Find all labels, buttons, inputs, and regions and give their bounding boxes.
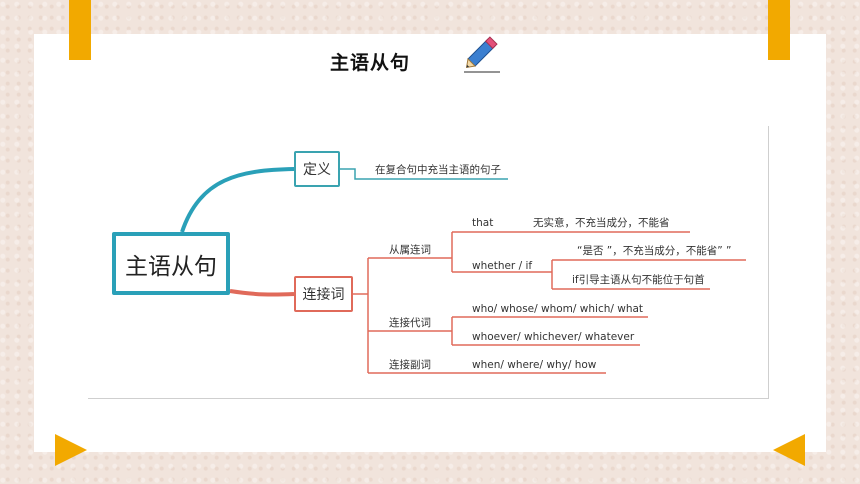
pronouns-line-1: who/ whose/ whom/ which/ what — [472, 303, 644, 315]
pencil-icon — [464, 36, 500, 73]
right-bookmark-tab — [768, 0, 790, 60]
mindmap-frame — [88, 126, 769, 399]
play-left-icon[interactable] — [773, 434, 805, 466]
pronouns-line-2: whoever/ whichever/ whatever — [472, 331, 635, 343]
mindmap-root-node: 主语从句 — [112, 232, 230, 295]
pronouns-label: 连接代词 — [389, 317, 431, 329]
adverbs-line-1: when/ where/ why/ how — [472, 359, 597, 371]
subordinators-label: 从属连词 — [389, 244, 431, 256]
adverbs-label: 连接副词 — [389, 359, 431, 371]
whether-note-1: “是否 ”，不充当成分，不能省” ” — [577, 245, 732, 257]
play-right-icon[interactable] — [55, 434, 87, 466]
left-bookmark-tab — [69, 0, 91, 60]
page-title: 主语从句 — [330, 52, 411, 74]
whether-word: whether / if — [472, 260, 533, 272]
that-note: 无实意，不充当成分，不能省 — [533, 217, 670, 229]
that-word: that — [472, 217, 494, 229]
definition-detail: 在复合句中充当主语的句子 — [375, 164, 501, 176]
definition-node: 定义 — [294, 151, 340, 187]
whether-note-2: if引导主语从句不能位于句首 — [572, 274, 705, 286]
connectives-node: 连接词 — [294, 276, 353, 312]
